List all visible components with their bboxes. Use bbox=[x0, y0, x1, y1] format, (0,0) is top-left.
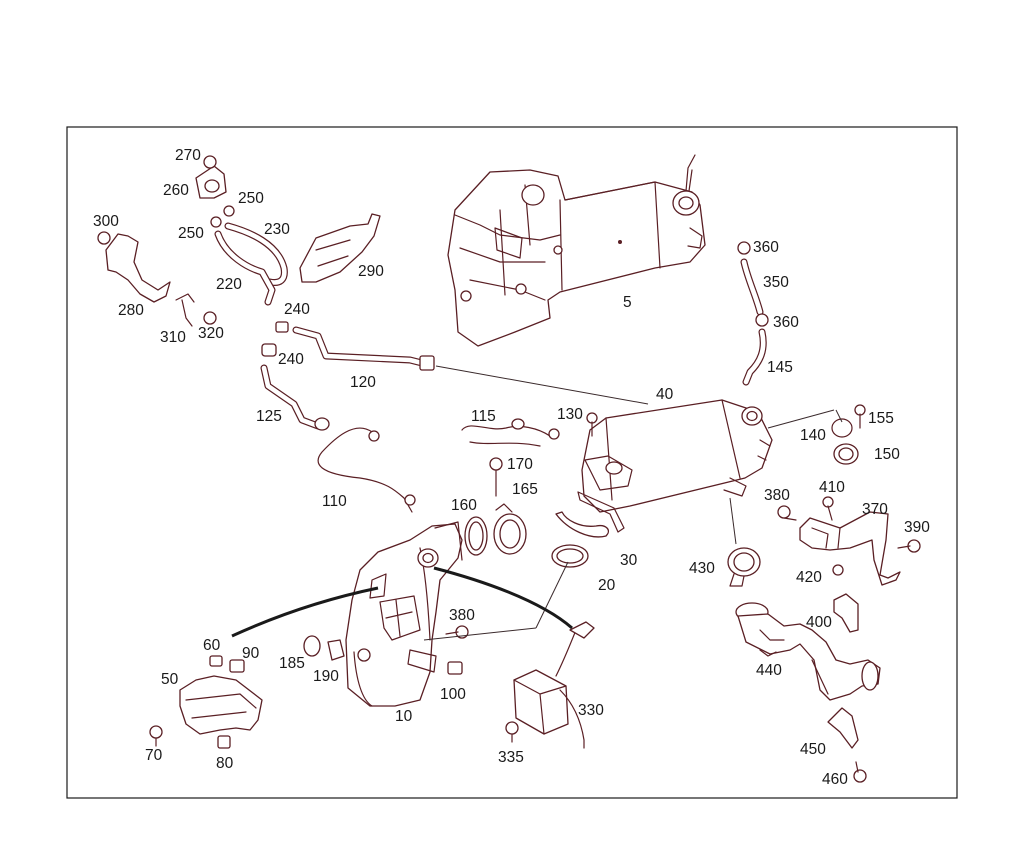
callout-170: 170 bbox=[507, 456, 533, 473]
callout-350: 350 bbox=[763, 274, 789, 291]
callout-100: 100 bbox=[440, 686, 466, 703]
part-20-gasket bbox=[551, 544, 589, 568]
callout-90: 90 bbox=[242, 645, 260, 662]
callout-335: 335 bbox=[498, 749, 524, 766]
part-280-bracket bbox=[105, 233, 171, 303]
callout-40: 40 bbox=[656, 386, 674, 403]
callout-220: 220 bbox=[216, 276, 242, 293]
hardware-fasteners bbox=[97, 155, 921, 783]
callout-120: 120 bbox=[350, 374, 376, 391]
part-190-clip bbox=[327, 639, 345, 661]
callout-5: 5 bbox=[623, 294, 632, 311]
callout-30: 30 bbox=[620, 552, 638, 569]
part-220-hose bbox=[214, 230, 276, 306]
part-430-clamp bbox=[727, 547, 761, 587]
leader-lines bbox=[423, 365, 843, 641]
callout-70: 70 bbox=[145, 747, 163, 764]
part-50-heat-shield bbox=[179, 675, 263, 735]
part-185-ring bbox=[303, 635, 321, 657]
callout-150: 150 bbox=[874, 446, 900, 463]
callout-240: 240 bbox=[284, 301, 310, 318]
callout-330: 330 bbox=[578, 702, 604, 719]
part-115-sensor-line bbox=[461, 418, 560, 447]
part-125-pipe bbox=[260, 364, 330, 431]
callout-110: 110 bbox=[322, 493, 347, 510]
part-260-bracket bbox=[195, 165, 227, 199]
part-290-bracket bbox=[299, 213, 381, 283]
part-230-hose bbox=[224, 222, 288, 286]
part-145-pipe bbox=[742, 328, 767, 386]
callout-440: 440 bbox=[756, 662, 782, 679]
callout-360: 360 bbox=[753, 239, 779, 256]
callout-360: 360 bbox=[773, 314, 799, 331]
callout-190: 190 bbox=[313, 668, 339, 685]
callout-145: 145 bbox=[767, 359, 793, 376]
callout-185: 185 bbox=[279, 655, 305, 672]
part-370-bracket bbox=[799, 511, 901, 586]
callout-320: 320 bbox=[198, 325, 224, 342]
diagram-frame bbox=[66, 126, 958, 799]
callout-60: 60 bbox=[203, 637, 221, 654]
callout-270: 270 bbox=[175, 147, 201, 164]
callout-250: 250 bbox=[238, 190, 264, 207]
callout-155: 155 bbox=[868, 410, 894, 427]
callout-380: 380 bbox=[764, 487, 790, 504]
part-440-outlet-pipe bbox=[735, 602, 881, 701]
part-110-sensor-line bbox=[317, 427, 416, 513]
wiring-harness bbox=[231, 566, 573, 638]
callout-230: 230 bbox=[264, 221, 290, 238]
part-350-hose bbox=[740, 258, 764, 316]
callout-450: 450 bbox=[800, 741, 826, 758]
callout-250: 250 bbox=[178, 225, 204, 242]
part-165-clamp bbox=[493, 503, 527, 555]
callout-420: 420 bbox=[796, 569, 822, 586]
callout-300: 300 bbox=[93, 213, 119, 230]
callout-140: 140 bbox=[800, 427, 826, 444]
callout-160: 160 bbox=[451, 497, 477, 514]
part-330-sensor-module bbox=[513, 621, 595, 749]
part-10-manifold-housing bbox=[345, 521, 463, 707]
callout-240: 240 bbox=[278, 351, 304, 368]
callout-380: 380 bbox=[449, 607, 475, 624]
callout-130: 130 bbox=[557, 406, 583, 423]
callout-10: 10 bbox=[395, 708, 413, 725]
callout-400: 400 bbox=[806, 614, 832, 631]
callout-20: 20 bbox=[598, 577, 616, 594]
callout-370: 370 bbox=[862, 501, 888, 518]
part-120-pipe bbox=[292, 326, 435, 371]
part-30-clamp bbox=[555, 511, 610, 538]
callout-310: 310 bbox=[160, 329, 186, 346]
part-400-bracket bbox=[833, 593, 859, 633]
part-150-clamp bbox=[833, 443, 859, 465]
callout-50: 50 bbox=[161, 671, 179, 688]
part-140-gasket bbox=[831, 418, 853, 438]
callout-430: 430 bbox=[689, 560, 715, 577]
callout-125: 125 bbox=[256, 408, 282, 425]
callout-390: 390 bbox=[904, 519, 930, 536]
part-310-clip bbox=[175, 293, 195, 327]
part-40-filter-unit bbox=[577, 399, 773, 533]
callout-280: 280 bbox=[118, 302, 144, 319]
callout-460: 460 bbox=[822, 771, 848, 788]
callout-115: 115 bbox=[471, 408, 496, 425]
part-5-particulate-filter-assembly bbox=[447, 154, 706, 347]
callout-410: 410 bbox=[819, 479, 845, 496]
callout-80: 80 bbox=[216, 755, 234, 772]
callout-165: 165 bbox=[512, 481, 538, 498]
part-450-bracket bbox=[827, 707, 859, 749]
callout-260: 260 bbox=[163, 182, 189, 199]
part-160-gasket-ring bbox=[464, 516, 488, 556]
callout-290: 290 bbox=[358, 263, 384, 280]
